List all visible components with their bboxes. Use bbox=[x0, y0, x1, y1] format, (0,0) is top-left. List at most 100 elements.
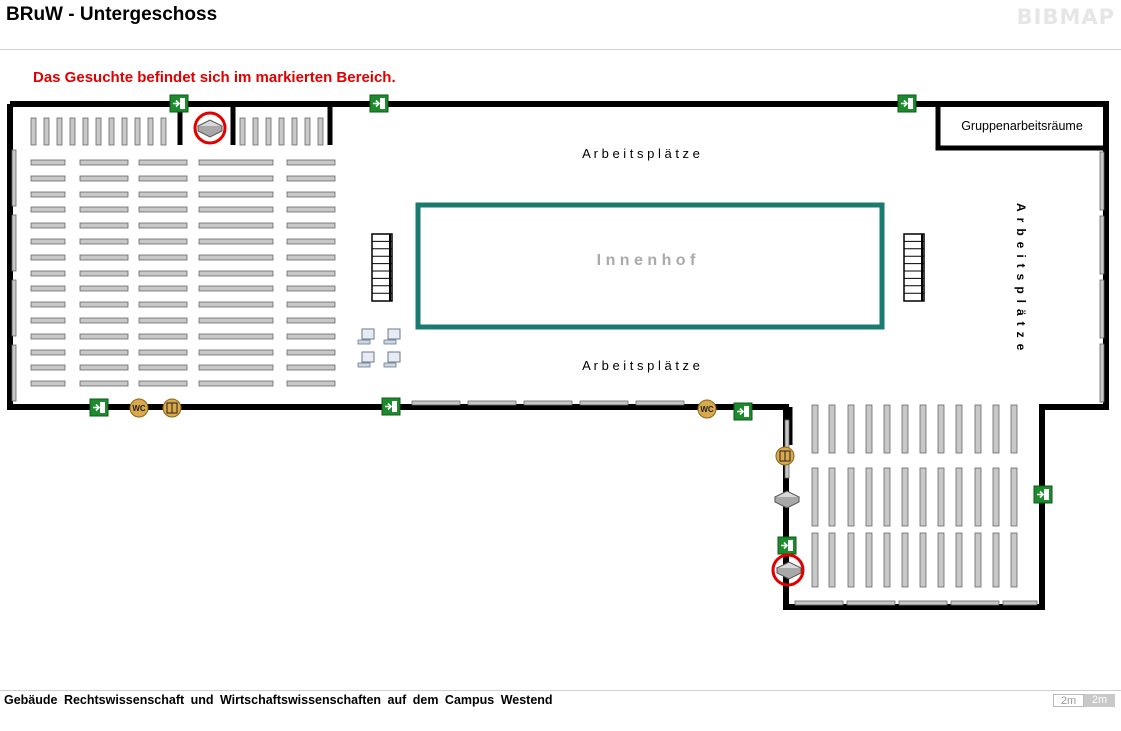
shelf bbox=[79, 301, 129, 308]
shelf bbox=[138, 206, 188, 213]
emergency-exit-icon bbox=[1033, 485, 1053, 504]
shelf bbox=[198, 206, 274, 213]
copier-body bbox=[776, 568, 802, 580]
emergency-exit-icon bbox=[89, 398, 109, 417]
shelf bbox=[138, 222, 188, 229]
monitor bbox=[361, 351, 375, 363]
shelf bbox=[286, 206, 336, 213]
shelf bbox=[198, 380, 274, 387]
emergency-exit-icon bbox=[897, 94, 917, 113]
shelf bbox=[828, 404, 836, 454]
shelf bbox=[138, 317, 188, 324]
shelf bbox=[138, 254, 188, 261]
header-divider bbox=[0, 49, 1121, 50]
shelf bbox=[919, 467, 927, 527]
shelf bbox=[30, 270, 66, 277]
copier-icon bbox=[775, 561, 803, 580]
wc-circle bbox=[129, 398, 149, 418]
shelf bbox=[11, 214, 17, 272]
shelf bbox=[79, 159, 129, 166]
shelf bbox=[265, 117, 272, 146]
shelf bbox=[95, 117, 102, 146]
marker-circle bbox=[771, 553, 805, 587]
exit-arrow bbox=[373, 99, 381, 108]
stairs-icon bbox=[903, 233, 925, 302]
shelf bbox=[286, 191, 336, 198]
shelf bbox=[828, 467, 836, 527]
shelf bbox=[974, 467, 982, 527]
shelf bbox=[138, 380, 188, 387]
group-rooms-wall bbox=[935, 101, 1109, 151]
shelf bbox=[138, 349, 188, 356]
shelf bbox=[79, 254, 129, 261]
shelf bbox=[955, 467, 963, 527]
shelf bbox=[138, 191, 188, 198]
exit-door bbox=[392, 401, 397, 412]
keyboard bbox=[383, 339, 397, 345]
shelf bbox=[286, 301, 336, 308]
shelf bbox=[79, 285, 129, 292]
shelf bbox=[635, 400, 685, 406]
bibmap-logo: BIBMAP bbox=[1016, 5, 1115, 29]
shelf bbox=[30, 380, 66, 387]
shelf bbox=[198, 238, 274, 245]
footer-divider bbox=[0, 690, 1121, 691]
shelf bbox=[286, 238, 336, 245]
exit-door bbox=[908, 98, 913, 109]
shelf bbox=[286, 159, 336, 166]
exit-arrow bbox=[781, 541, 789, 550]
shelf bbox=[79, 349, 129, 356]
shelf bbox=[847, 532, 855, 588]
wc-circle bbox=[697, 399, 717, 419]
shelf bbox=[30, 333, 66, 340]
search-result-notice: Das Gesuchte befindet sich im markierten… bbox=[33, 69, 396, 86]
shelf bbox=[198, 175, 274, 182]
exit-door bbox=[180, 98, 185, 109]
shelf bbox=[278, 117, 285, 146]
shelf bbox=[138, 270, 188, 277]
shelf bbox=[30, 222, 66, 229]
wc-icon: WC bbox=[697, 399, 717, 419]
shelf bbox=[198, 317, 274, 324]
shelf bbox=[43, 117, 50, 146]
elevator-icon bbox=[775, 446, 795, 466]
shelf bbox=[937, 467, 945, 527]
shelf bbox=[79, 364, 129, 371]
wc-text: WC bbox=[700, 405, 714, 414]
shelf bbox=[794, 600, 844, 606]
shelf bbox=[30, 317, 66, 324]
shelf bbox=[898, 600, 948, 606]
shelf bbox=[79, 175, 129, 182]
shelf bbox=[138, 159, 188, 166]
shelf bbox=[865, 532, 873, 588]
copier-body bbox=[774, 497, 800, 509]
bookshelves bbox=[11, 117, 1105, 606]
shelf bbox=[1002, 600, 1038, 606]
shelf bbox=[30, 301, 66, 308]
shelf bbox=[784, 419, 790, 449]
shelf bbox=[286, 349, 336, 356]
shelf bbox=[523, 400, 573, 406]
monitor bbox=[387, 328, 401, 340]
shelf bbox=[79, 191, 129, 198]
shelf bbox=[579, 400, 629, 406]
shelf bbox=[30, 191, 66, 198]
exit-arrow bbox=[737, 407, 745, 416]
shelf bbox=[865, 467, 873, 527]
courtyard-label: I n n e n h o f bbox=[597, 252, 696, 269]
shelf bbox=[1010, 532, 1018, 588]
emergency-exit-icon bbox=[777, 536, 797, 555]
workplaces-label-bottom: A r b e i t s p l ä t z e bbox=[582, 358, 700, 373]
copier-icon bbox=[196, 119, 224, 138]
wc-text: WC bbox=[132, 404, 146, 413]
shelf bbox=[198, 191, 274, 198]
monitor bbox=[387, 351, 401, 363]
computer-cluster bbox=[357, 328, 401, 368]
keyboard bbox=[383, 362, 397, 368]
shelf bbox=[11, 344, 17, 402]
shelf bbox=[108, 117, 115, 146]
shelf bbox=[846, 600, 896, 606]
building-name: Gebäude Rechtswissenschaft und Wirtschaf… bbox=[4, 693, 553, 707]
keyboard bbox=[357, 362, 371, 368]
computer-icon bbox=[357, 351, 375, 368]
